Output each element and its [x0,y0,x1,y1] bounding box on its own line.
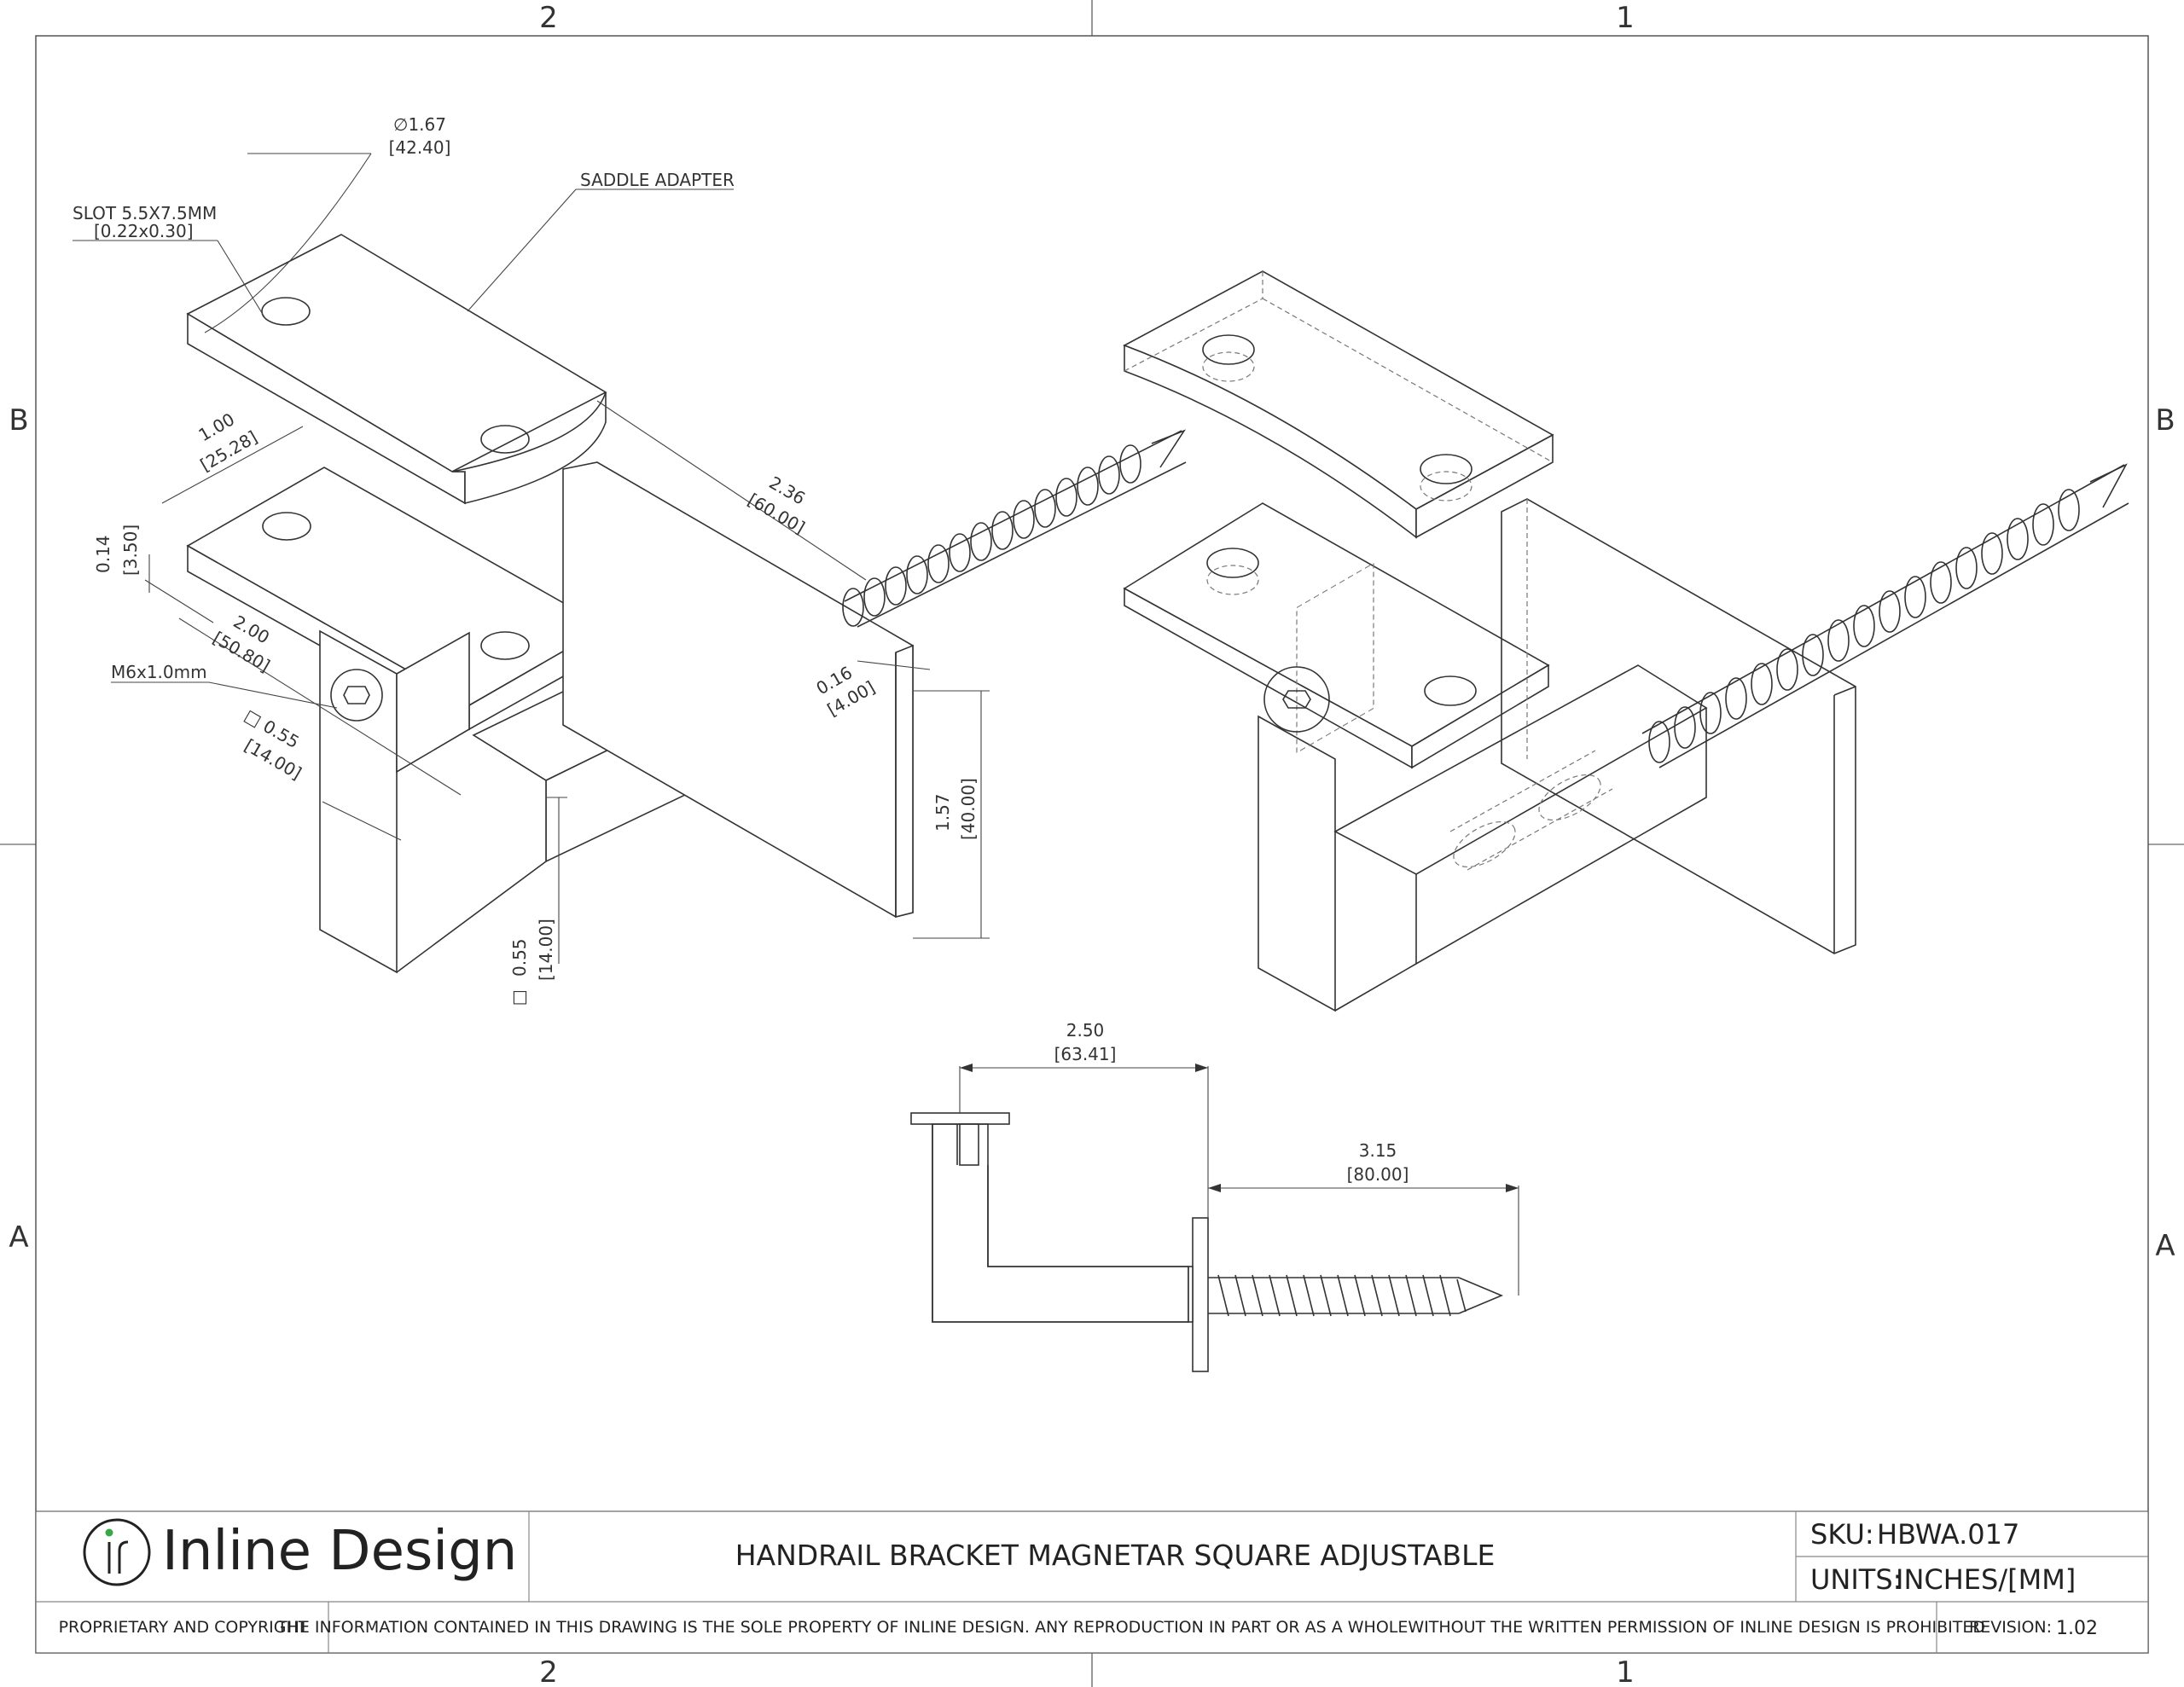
zone-bottom-right: 1 [1616,1655,1635,1687]
dim-arm-mm: [14.00] [536,919,556,981]
diameter-callout: ∅1.67 [393,114,446,135]
isometric-view-dimensioned: ∅1.67 [42.40] SLOT 5.5X7.5MM [0.22x0.30]… [73,114,1187,1006]
lag-screw [842,429,1187,628]
dim-overall-reach-mm: [63.41] [1054,1044,1117,1064]
side-elevation-view: 2.50 [63.41] 3.15 [80.00] [910,1020,1519,1372]
zone-left-b: B [9,403,28,438]
vertical-post [319,629,470,974]
dim-thickness-mm: [3.50] [120,525,141,576]
zone-right-a: A [2155,1229,2175,1263]
zone-bottom-left: 2 [539,1655,558,1687]
company-name: Inline Design [162,1520,517,1583]
diameter-callout-mm: [42.40] [389,137,451,158]
dim-overall-reach-in: 2.50 [1066,1020,1105,1041]
legal-notice: THE INFORMATION CONTAINED IN THIS DRAWIN… [276,1618,1985,1637]
dim-plate-height-in: 1.57 [932,793,953,832]
isometric-view-hidden-lines [1123,270,2129,1012]
drawing-title: HANDRAIL BRACKET MAGNETAR SQUARE ADJUSTA… [735,1539,1496,1572]
dim-thickness-in: 0.14 [93,535,113,573]
dim-screw-length-mm: [80.00] [1347,1164,1409,1185]
units-value: INCHES/[MM] [1896,1563,2076,1596]
zone-top-right: 1 [1616,1,1635,35]
sku-value: HBWA.017 [1877,1518,2019,1551]
screw-threads-side [1217,1274,1467,1317]
screw-threads [842,444,1141,627]
zone-left-a: A [9,1220,28,1255]
proprietary-label: PROPRIETARY AND COPYRIGHT [59,1618,309,1637]
dim-plate-height-mm: [40.00] [958,778,979,840]
slot-callout-in: [0.22x0.30] [94,221,194,241]
revision-value: 1.02 [2056,1618,2098,1639]
dim-screw-length-in: 3.15 [1359,1140,1397,1161]
screw-callout: M6x1.0mm [111,662,207,682]
wall-plate [562,461,914,919]
sku-label: SKU: [1810,1518,1874,1551]
company-logo: Inline Design [83,1518,517,1586]
slot-callout: SLOT 5.5X7.5MM [73,203,217,223]
units-label: UNITS: [1810,1563,1902,1596]
zone-right-b: B [2155,403,2175,438]
logo-accent-dot [105,1528,113,1537]
revision-label: REVISION: [1969,1618,2052,1637]
dim-arm-square-symbol: □ [512,986,528,1006]
dimension-lines [73,153,990,964]
zone-top-left: 2 [539,1,558,35]
saddle-adapter [186,234,607,505]
title-block: Inline Design HANDRAIL BRACKET MAGNETAR … [35,1510,2149,1654]
dim-arm-in: 0.55 [509,938,530,977]
screw-threads-right [1648,489,2080,763]
saddle-adapter-label: SADDLE ADAPTER [580,170,735,190]
